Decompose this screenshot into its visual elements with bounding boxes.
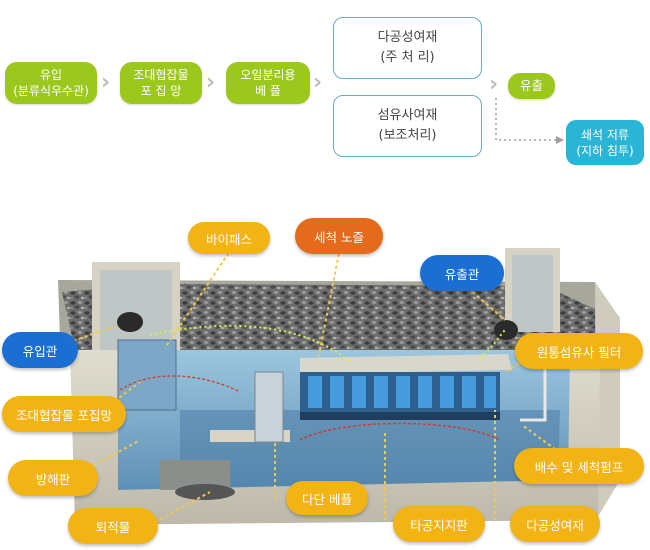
- flow-fiber-media: 섬유사여재 (보조처리): [333, 95, 482, 157]
- label-inlet-pipe: 유입관: [2, 332, 78, 368]
- label-multi-baffle: 다단 베플: [286, 481, 368, 515]
- label-coarse-screen: 조대협잡물 포집망: [2, 396, 126, 432]
- chevron-right-icon: ›: [206, 70, 216, 95]
- flow-inlet: 유입 (분류식우수관): [5, 62, 97, 104]
- flow-infiltration: 쇄석 저류 (지하 침투): [566, 120, 644, 165]
- flow-outlet: 유출: [508, 73, 555, 99]
- chevron-right-icon: ›: [313, 70, 323, 95]
- flow-coarse-screen: 조대협잡물 포 집 망: [120, 62, 202, 104]
- label-bypass: 바이패스: [188, 222, 270, 254]
- label-porous-media: 다공성여재: [510, 506, 600, 542]
- label-fiber-filter: 원통섬유사 필터: [515, 333, 643, 369]
- chevron-right-icon: ›: [101, 70, 111, 95]
- filter-cartridges: [308, 376, 496, 408]
- flow-porous-media: 다공성여재 (주 처 리): [333, 17, 482, 79]
- label-outlet-pipe: 유출관: [420, 255, 504, 291]
- label-perforated-plate: 타공지지판: [393, 506, 485, 542]
- label-sediment: 퇴적물: [68, 508, 158, 544]
- label-wash-nozzle: 세척 노즐: [295, 218, 383, 254]
- label-drain-pump: 배수 및 세척펌프: [514, 448, 644, 484]
- label-baffle: 방해판: [8, 460, 98, 496]
- flow-dotted-connector: [495, 98, 564, 144]
- flow-oil-baffle: 오일분리용 베 플: [226, 62, 310, 104]
- chevron-right-icon: ›: [489, 72, 499, 97]
